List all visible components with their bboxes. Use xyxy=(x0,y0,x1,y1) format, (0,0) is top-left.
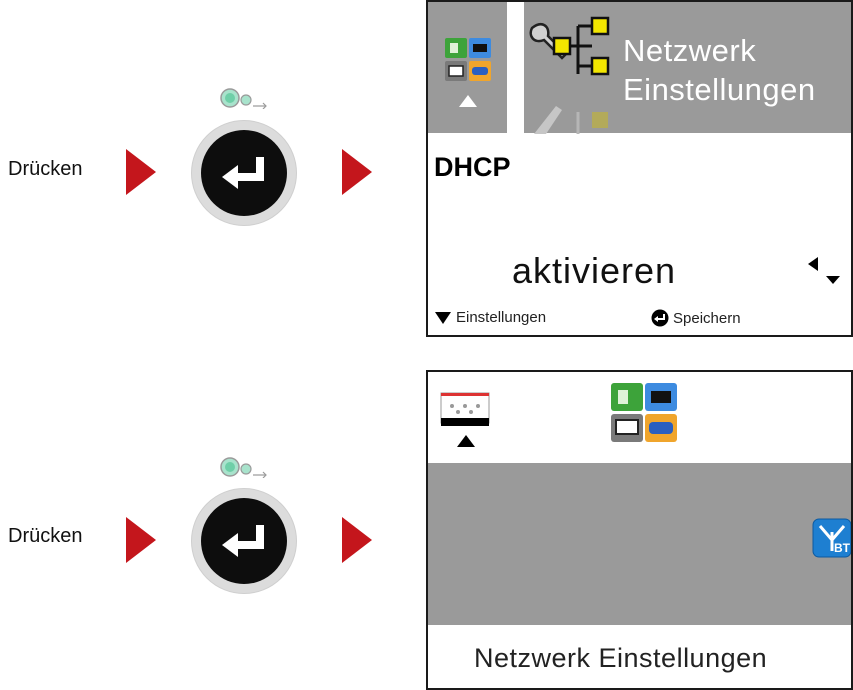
screen-title-line1: Netzwerk xyxy=(623,33,757,68)
press-label-2: Drücken xyxy=(8,525,83,547)
media-indicator-icon xyxy=(220,88,267,109)
arrow-right-icon xyxy=(342,149,372,195)
label-media-icon xyxy=(440,392,490,426)
lcd-screen-network-menu: BT Netzwerk Einstellungen xyxy=(426,370,853,690)
menu-item-panel xyxy=(428,463,851,625)
arrow-right-icon xyxy=(342,517,372,563)
screen-title-line2: Einstellungen xyxy=(623,72,816,107)
bluetooth-icon[interactable]: BT xyxy=(812,518,852,558)
hint-save: Speichern xyxy=(651,309,741,327)
svg-text:BT: BT xyxy=(834,541,851,555)
enter-icon xyxy=(222,157,264,189)
setting-value: aktivieren xyxy=(512,250,677,291)
media-indicator-icon xyxy=(220,457,267,478)
enter-icon xyxy=(222,525,264,557)
enter-button[interactable] xyxy=(191,488,297,594)
arrow-right-icon xyxy=(126,517,156,563)
hint-save-label: Speichern xyxy=(673,309,741,327)
up-arrow-icon xyxy=(459,95,477,107)
down-arrow-icon xyxy=(435,311,451,324)
up-arrow-icon xyxy=(457,435,475,447)
menu-caption: Netzwerk Einstellungen xyxy=(474,643,768,673)
setting-name: DHCP xyxy=(434,152,511,182)
left-tab-panel xyxy=(428,2,507,133)
press-label-1: Drücken xyxy=(8,158,83,180)
hint-settings-label: Einstellungen xyxy=(456,309,547,326)
settings-category-icon xyxy=(445,38,491,81)
lcd-screen-network-settings: Netzwerk Einstellungen DHCP aktivieren E… xyxy=(426,0,853,337)
enter-button[interactable] xyxy=(191,120,297,226)
arrow-right-icon xyxy=(126,149,156,195)
enter-icon xyxy=(651,309,669,327)
value-select-arrows-icon xyxy=(808,257,840,284)
network-tree-icon xyxy=(529,16,610,134)
hint-settings: Einstellungen xyxy=(434,309,546,326)
settings-category-icon xyxy=(611,383,677,442)
